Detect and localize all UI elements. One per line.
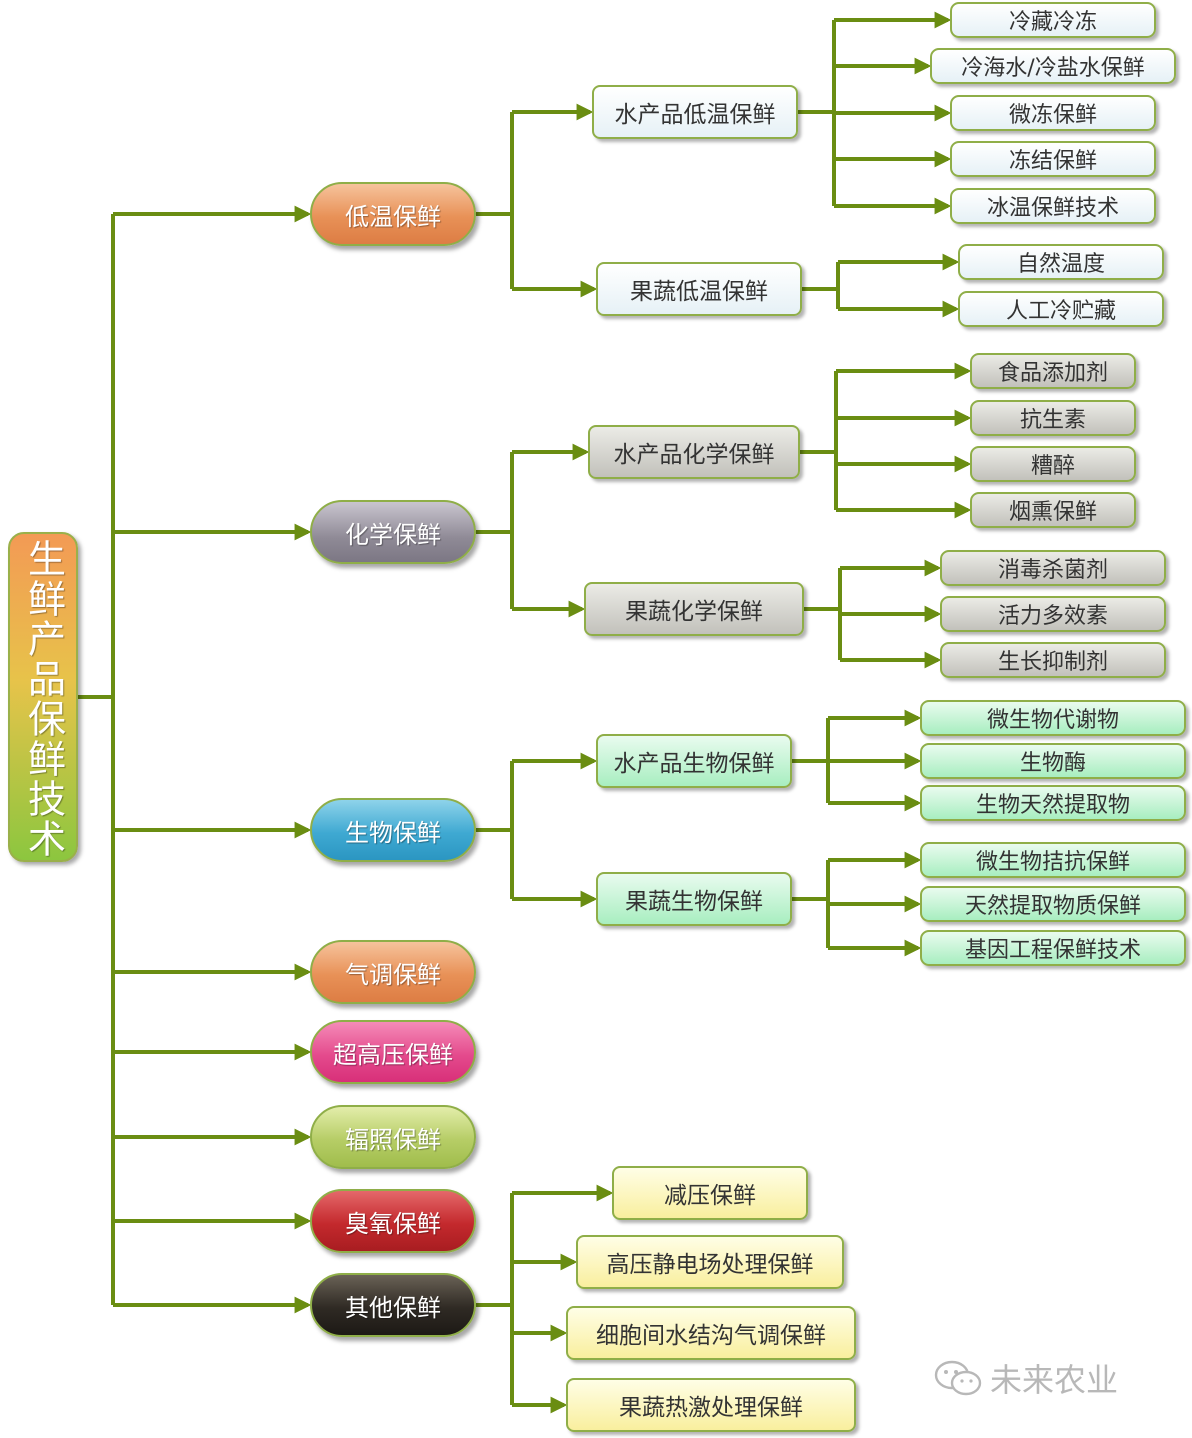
- subgroup-produce-chemical: 果蔬化学保鲜: [584, 582, 804, 636]
- leaf-label: 微生物拮抗保鲜: [975, 850, 1130, 875]
- leaf-label: 冷海水/冷盐水保鲜: [961, 56, 1145, 81]
- leaf-item: 冷海水/冷盐水保鲜: [930, 48, 1176, 84]
- subgroup-label: 果蔬低温保鲜: [630, 279, 768, 305]
- leaf-label: 基因工程保鲜技术: [964, 938, 1141, 963]
- subgroup-label: 果蔬生物保鲜: [625, 889, 763, 915]
- category-label: 臭氧保鲜: [345, 1209, 441, 1238]
- leaf-item: 细胞间水结沟气调保鲜: [566, 1306, 856, 1360]
- leaf-label: 果蔬热激处理保鲜: [619, 1395, 803, 1421]
- leaf-label: 生物天然提取物: [975, 793, 1130, 818]
- leaf-label: 糟醉: [1030, 454, 1075, 479]
- leaf-label: 消毒杀菌剂: [997, 558, 1108, 583]
- leaf-label: 高压静电场处理保鲜: [606, 1252, 814, 1278]
- leaf-item: 自然温度: [958, 244, 1164, 280]
- subgroup-label: 水产品低温保鲜: [614, 102, 776, 128]
- category-irradiation: 辐照保鲜: [310, 1105, 476, 1169]
- leaf-label: 活力多效素: [997, 604, 1108, 629]
- root-node: 生鲜产品保鲜技术: [8, 532, 78, 862]
- leaf-item: 消毒杀菌剂: [940, 550, 1166, 586]
- category-label: 气调保鲜: [345, 960, 441, 989]
- leaf-label: 生长抑制剂: [997, 650, 1108, 675]
- category-other: 其他保鲜: [310, 1273, 476, 1337]
- category-modified-atmosphere: 气调保鲜: [310, 940, 476, 1004]
- leaf-item: 基因工程保鲜技术: [920, 930, 1186, 966]
- leaf-item: 烟熏保鲜: [970, 492, 1136, 528]
- category-label: 化学保鲜: [345, 520, 441, 549]
- leaf-item: 微生物拮抗保鲜: [920, 842, 1186, 878]
- leaf-item: 天然提取物质保鲜: [920, 886, 1186, 922]
- leaf-label: 微冻保鲜: [1008, 103, 1097, 128]
- leaf-item: 活力多效素: [940, 596, 1166, 632]
- leaf-item: 食品添加剂: [970, 353, 1136, 389]
- watermark: 未来农业: [932, 1355, 1118, 1401]
- subgroup-aquatic-low-temp: 水产品低温保鲜: [592, 85, 798, 139]
- leaf-item: 生长抑制剂: [940, 642, 1166, 678]
- category-label: 其他保鲜: [345, 1293, 441, 1322]
- root-label: 生鲜产品保鲜技术: [21, 539, 66, 859]
- category-ozone: 臭氧保鲜: [310, 1189, 476, 1253]
- leaf-label: 自然温度: [1016, 252, 1105, 277]
- leaf-label: 冷藏冷冻: [1008, 10, 1097, 35]
- leaf-item: 糟醉: [970, 446, 1136, 482]
- leaf-label: 冻结保鲜: [1008, 149, 1097, 174]
- leaf-item: 果蔬热激处理保鲜: [566, 1378, 856, 1432]
- subgroup-aquatic-chemical: 水产品化学保鲜: [588, 425, 800, 479]
- leaf-item: 冻结保鲜: [950, 141, 1156, 177]
- leaf-label: 食品添加剂: [997, 361, 1108, 386]
- subgroup-aquatic-biological: 水产品生物保鲜: [596, 734, 792, 788]
- leaf-label: 生物酶: [1019, 751, 1086, 776]
- leaf-item: 生物天然提取物: [920, 785, 1186, 821]
- leaf-label: 烟熏保鲜: [1008, 500, 1097, 525]
- category-label: 低温保鲜: [345, 202, 441, 231]
- wechat-icon: [934, 1360, 982, 1396]
- leaf-item: 冷藏冷冻: [950, 2, 1156, 38]
- category-biological: 生物保鲜: [310, 798, 476, 862]
- leaf-label: 微生物代谢物: [986, 708, 1119, 733]
- subgroup-produce-low-temp: 果蔬低温保鲜: [596, 262, 802, 316]
- category-label: 生物保鲜: [345, 818, 441, 847]
- category-low-temp: 低温保鲜: [310, 182, 476, 246]
- leaf-label: 天然提取物质保鲜: [964, 894, 1141, 919]
- subgroup-label: 果蔬化学保鲜: [625, 599, 763, 625]
- category-ultra-high-pressure: 超高压保鲜: [310, 1020, 476, 1084]
- leaf-item: 减压保鲜: [612, 1166, 808, 1220]
- watermark-text: 未来农业: [990, 1361, 1119, 1399]
- leaf-label: 冰温保鲜技术: [986, 196, 1119, 221]
- leaf-item: 冰温保鲜技术: [950, 188, 1156, 224]
- leaf-label: 抗生素: [1019, 408, 1086, 433]
- leaf-item: 微生物代谢物: [920, 700, 1186, 736]
- leaf-item: 生物酶: [920, 743, 1186, 779]
- subgroup-label: 水产品生物保鲜: [613, 751, 775, 777]
- leaf-label: 减压保鲜: [664, 1183, 756, 1209]
- leaf-item: 微冻保鲜: [950, 95, 1156, 131]
- category-label: 辐照保鲜: [345, 1125, 441, 1154]
- leaf-label: 人工冷贮藏: [1005, 299, 1116, 324]
- leaf-item: 抗生素: [970, 400, 1136, 436]
- leaf-item: 人工冷贮藏: [958, 291, 1164, 327]
- category-chemical: 化学保鲜: [310, 500, 476, 564]
- subgroup-label: 水产品化学保鲜: [613, 442, 775, 468]
- leaf-item: 高压静电场处理保鲜: [576, 1235, 844, 1289]
- category-label: 超高压保鲜: [333, 1040, 453, 1069]
- leaf-label: 细胞间水结沟气调保鲜: [596, 1323, 826, 1349]
- subgroup-produce-biological: 果蔬生物保鲜: [596, 872, 792, 926]
